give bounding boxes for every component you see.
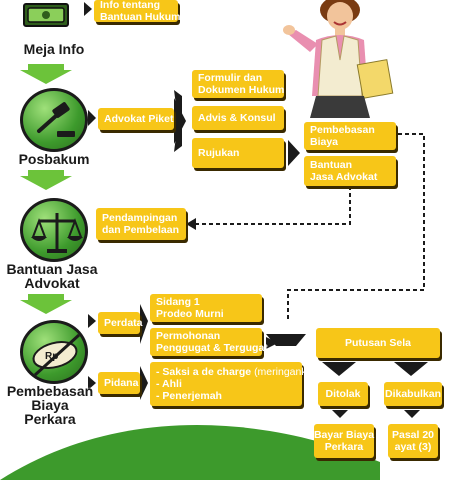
arrow-to-info (84, 2, 92, 16)
gavel-icon (37, 102, 75, 137)
dashed-pembebasan-to-putusan (287, 133, 425, 322)
scales-icon (31, 213, 83, 253)
green-arrow-1 (20, 64, 72, 84)
arrow-putusan-to-dikabulkan (394, 362, 428, 376)
box-putusan-sela-label: Putusan Sela (345, 337, 411, 349)
box-perdata-label: Perdata (104, 317, 143, 329)
stage-label-bantuan-line-1: Bantuan Jasa (6, 261, 98, 277)
box-bantuan-line-1: Bantuan (310, 159, 352, 171)
box-sidang-line-1: Sidang 1 (156, 296, 200, 308)
box-advokat-piket-label: Advokat Piket (104, 113, 174, 125)
box-formulir-line-2: Dokumen Hukum (198, 84, 285, 96)
box-perdata: Perdata (98, 312, 143, 334)
stage-label-posbakum: Posbakum (18, 151, 90, 167)
arrow-to-pidana (88, 376, 96, 390)
pidana-item-3: - Penerjemah (156, 390, 222, 402)
box-pendampingan-line-1: Pendampingan (102, 212, 178, 224)
arrow-permohonan-right (266, 337, 278, 349)
box-dikabulkan: Dikabulkan (384, 382, 442, 406)
no-money-circle: Rp (20, 320, 88, 384)
stage-label-pembebasan-line-1: Pembebasan (6, 383, 94, 399)
box-pidana-list: - Saksi a de charge (meringankan) - Ahli… (150, 362, 322, 406)
dashed-bantuan-to-pendampingan (196, 186, 351, 225)
box-formulir-dokumen: Formulir dan Dokumen Hukum (192, 70, 284, 98)
box-pasal-20: Pasal 20 ayat (3) (388, 424, 438, 458)
arrow-rujukan-out (288, 140, 300, 166)
arrow-perdata-out (140, 304, 148, 344)
box-pasal-line-1: Pasal 20 (391, 429, 435, 441)
box-bantuan-jasa-advokat: Bantuan Jasa Advokat (304, 156, 396, 186)
box-bayar-line-2: Perkara (324, 441, 364, 453)
money-stack-icon (22, 0, 70, 30)
box-pembebasan-line-1: Pembebasan (310, 124, 375, 136)
coin-label: Rp (45, 351, 58, 362)
box-permohonan: Permohonan Penggugat & Tergugat (150, 328, 268, 356)
stage-label-bantuan-jasa-advokat: Bantuan Jasa Advokat (0, 262, 104, 290)
box-info-bantuan-hukum: Info tentang Bantuan Hukum (94, 0, 181, 23)
arrow-putusan-to-ditolak (322, 362, 356, 376)
gavel-circle (20, 88, 88, 152)
box-info-line-1: Info tentang (100, 0, 161, 11)
arrow-to-advokat-piket (88, 110, 96, 126)
box-dikabulkan-label: Dikabulkan (384, 388, 442, 400)
box-pembebasan-biaya: Pembebasan Biaya (304, 122, 396, 150)
pidana-item-2: - Ahli (156, 378, 182, 390)
box-bantuan-line-2: Jasa Advokat (310, 171, 378, 183)
arrow-to-pendampingan (186, 218, 196, 230)
box-sidang-prodeo: Sidang 1 Prodeo Murni (150, 294, 262, 322)
box-bayar-line-1: Bayar Biaya (313, 429, 375, 441)
stage-label-pembebasan-line-3: Perkara (24, 411, 76, 427)
box-sidang-line-2: Prodeo Murni (156, 308, 224, 320)
box-pendampingan-line-2: dan Pembelaan (102, 224, 180, 236)
woman-illustration (282, 0, 406, 118)
arrow-advokat-out (174, 98, 186, 144)
green-arrow-3 (20, 294, 72, 314)
box-permohonan-line-2: Penggugat & Tergugat (156, 342, 268, 354)
box-info-line-2: Bantuan Hukum (100, 11, 181, 23)
green-arrow-2 (20, 170, 72, 190)
arrow-dikabulkan-to-pasal (404, 410, 420, 418)
box-rujukan-label: Rujukan (198, 147, 240, 159)
box-pembebasan-line-2: Biaya (310, 136, 339, 148)
stage-label-bantuan-line-2: Advokat (24, 275, 80, 291)
pidana-item-1-note: (meringankan) (254, 366, 322, 378)
box-pendampingan-pembelaan: Pendampingan dan Pembelaan (96, 208, 186, 240)
box-rujukan: Rujukan (192, 138, 284, 168)
box-advis-label: Advis & Konsul (198, 112, 276, 124)
box-advis-konsul: Advis & Konsul (192, 106, 284, 130)
arrow-to-perdata (88, 314, 96, 328)
box-pidana-label: Pidana (104, 377, 139, 389)
box-bayar-biaya-perkara: Bayar Biaya Perkara (314, 424, 374, 458)
box-pidana: Pidana (98, 372, 140, 394)
box-formulir-line-1: Formulir dan (198, 72, 263, 84)
pidana-item-1: - Saksi a de charge (meringankan) (156, 366, 322, 378)
box-permohonan-line-1: Permohonan (156, 330, 221, 342)
box-ditolak: Ditolak (318, 382, 368, 406)
pidana-item-1-text: - Saksi a de charge (156, 366, 252, 378)
no-fee-icon: Rp (32, 333, 81, 377)
box-putusan-sela: Putusan Sela (316, 328, 440, 358)
box-advokat-piket: Advokat Piket (98, 108, 174, 130)
arrow-ditolak-to-bayar (332, 410, 348, 418)
scales-circle (20, 198, 88, 262)
box-pasal-line-2: ayat (3) (394, 441, 432, 453)
green-swoosh-decoration (0, 425, 380, 480)
stage-label-pembebasan-biaya-perkara: Pembebasan Biaya Perkara (0, 384, 100, 426)
stage-label-meja-info: Meja Info (23, 41, 85, 57)
arrow-pidana-out (140, 366, 148, 400)
box-ditolak-label: Ditolak (325, 388, 361, 400)
stage-label-pembebasan-line-2: Biaya (31, 397, 69, 413)
